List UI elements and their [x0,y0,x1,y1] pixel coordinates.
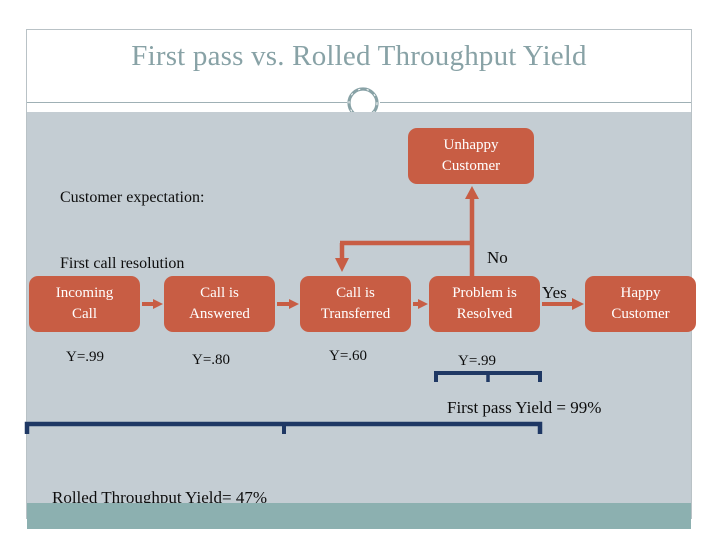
customer-expectation-line-2: First call resolution [60,255,185,272]
footer-bar [27,503,691,529]
page-title: First pass vs. Rolled Throughput Yield [131,40,587,72]
process-box-unhappy-customer[interactable]: Unhappy Customer [408,128,534,184]
process-box-happy-customer[interactable]: Happy Customer [585,276,696,332]
customer-expectation-note: Customer expectation: First call resolut… [60,143,204,319]
header-rule-right [380,102,691,103]
process-box-problem-resolved-line-1: Problem is [452,285,517,301]
arrow-incoming-to-answered [142,299,163,309]
process-box-problem-resolved[interactable]: Problem is Resolved [429,276,540,332]
process-box-call-transferred[interactable]: Call is Transferred [300,276,411,332]
process-box-call-transferred-line-2: Transferred [320,306,391,322]
first-pass-yield-result: First pass Yield = 99% [447,398,602,417]
process-box-call-answered[interactable]: Call is Answered [164,276,275,332]
yield-label-call-transferred: Y=.60 [329,348,368,364]
process-box-incoming-call-line-1: Incoming [55,285,114,301]
arrow-answered-to-transferred [277,299,299,309]
decision-label-no: No [487,248,508,267]
process-box-unhappy-customer-line-2: Customer [441,158,501,174]
decision-label-yes: Yes [542,283,567,302]
arrow-problem-to-unhappy-no [465,186,479,276]
process-box-call-answered-line-2: Answered [189,306,250,322]
arrow-problem-to-happy-yes [542,298,584,310]
rolled-throughput-yield-bracket [24,421,543,434]
process-box-incoming-call[interactable]: Incoming Call [29,276,140,332]
header-rule-left [27,102,347,103]
first-pass-yield-bracket [434,371,542,382]
process-box-happy-customer-line-1: Happy [620,285,661,301]
rolled-throughput-yield-result: Rolled Throughput Yield= 47% RTY = 0.99 … [52,438,272,540]
process-box-incoming-call-line-2: Call [72,306,97,322]
arrow-no-loop-back-to-transferred [335,240,474,272]
process-box-call-transferred-line-1: Call is [336,285,375,301]
process-box-call-answered-line-1: Call is [200,285,239,301]
yield-label-problem-resolved: Y=.99 [458,353,497,369]
arrow-transferred-to-problem [413,299,428,309]
yield-label-call-answered: Y=.80 [192,352,231,368]
rolled-throughput-yield-value: Rolled Throughput Yield= 47% [52,488,267,507]
process-box-unhappy-customer-line-1: Unhappy [443,137,499,153]
process-box-happy-customer-line-2: Customer [611,306,670,322]
yield-label-incoming-call: Y=.99 [66,349,105,365]
process-box-problem-resolved-line-2: Resolved [456,306,513,322]
customer-expectation-line-1: Customer expectation: [60,189,205,206]
